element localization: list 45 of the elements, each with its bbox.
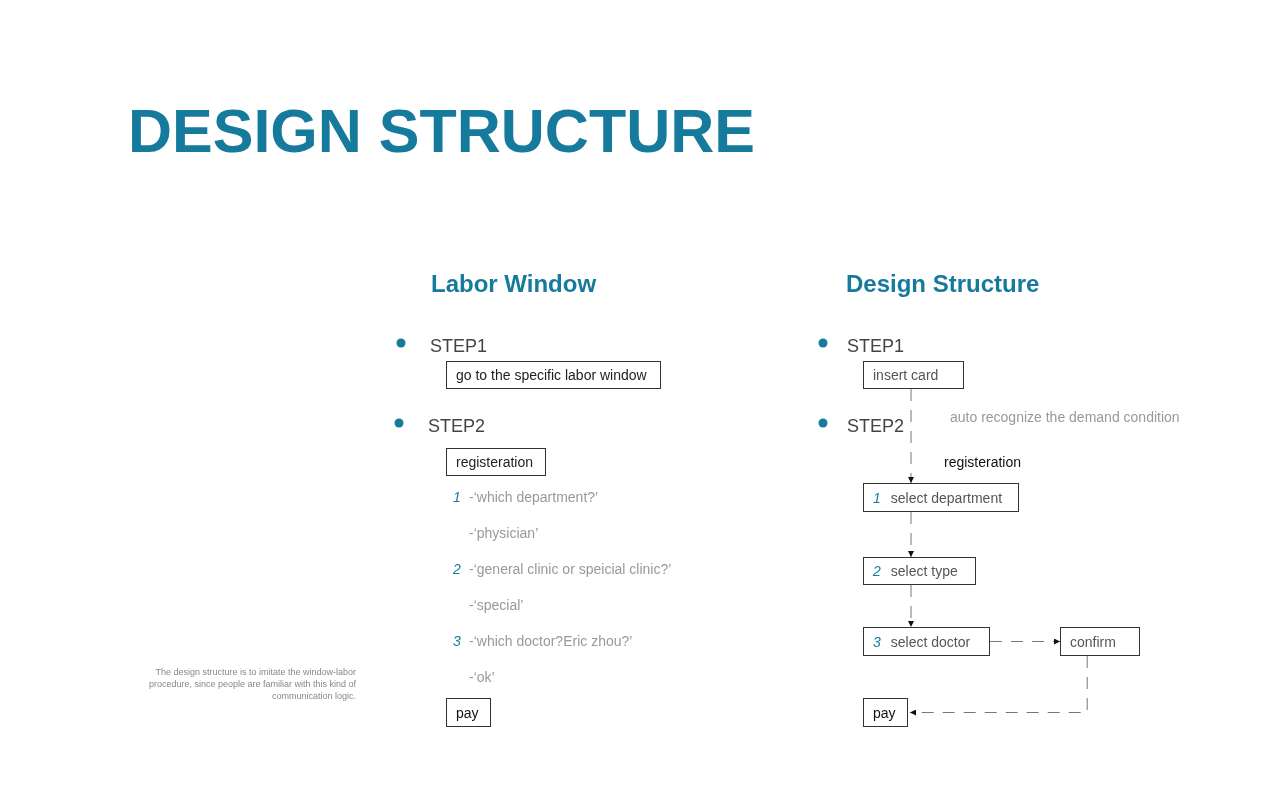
dashed-arrow <box>908 511 914 558</box>
box-label: pay <box>456 704 479 721</box>
process-box <box>446 448 546 476</box>
annotation-text: registeration <box>944 454 1022 470</box>
box-label: registeration <box>456 454 534 470</box>
dialogue-text: -‘which department?’ <box>469 489 599 505</box>
step-number: 1 <box>873 489 881 506</box>
box-label: select department <box>890 489 1003 506</box>
process-box <box>446 698 491 727</box>
step-label: STEP1 <box>847 336 905 357</box>
box-label: insert card <box>873 367 939 383</box>
process-box <box>446 361 661 389</box>
dialogue-text: -‘physician’ <box>469 525 539 541</box>
dialogue-text: -‘special’ <box>469 597 524 613</box>
dialogue-text: -‘which doctor?Eric zhou?’ <box>469 633 633 649</box>
process-box <box>1060 627 1140 656</box>
dialogue-text: -‘general clinic or speicial clinic?’ <box>469 561 672 577</box>
step-label: STEP2 <box>847 416 905 437</box>
step-label: STEP2 <box>428 416 486 437</box>
box-label: select doctor <box>890 633 971 650</box>
box-label: confirm <box>1070 633 1116 650</box>
section-heading: Design Structure <box>846 270 1040 298</box>
dashed-arrow <box>909 655 1088 716</box>
step-number: 3 <box>453 633 461 649</box>
step-number: 2 <box>453 561 461 577</box>
dashed-arrow <box>908 584 914 628</box>
dialogue-text: -‘ok’ <box>469 669 495 685</box>
process-box <box>863 698 908 727</box>
box-label: pay <box>873 704 896 721</box>
annotation-text: auto recognize the demand condition <box>950 409 1180 425</box>
section-heading: Labor Window <box>431 270 597 298</box>
process-box <box>863 361 964 389</box>
box-label: select type <box>890 563 958 579</box>
step-label: STEP1 <box>430 336 488 357</box>
process-box <box>863 627 990 656</box>
note-text: The design structure is to imitate the window-labor procedure, since people are familiar with this kind of communication logic. <box>147 666 356 702</box>
box-label: go to the specific labor window <box>456 367 647 383</box>
process-box <box>863 557 976 585</box>
step-number: 1 <box>453 489 461 505</box>
dashed-arrow <box>908 388 914 484</box>
step-number: 2 <box>873 563 881 579</box>
process-box <box>863 483 1019 512</box>
step-number: 3 <box>873 633 881 650</box>
dashed-arrow <box>989 638 1061 645</box>
page-title: DESIGN STRUCTURE <box>128 96 755 166</box>
